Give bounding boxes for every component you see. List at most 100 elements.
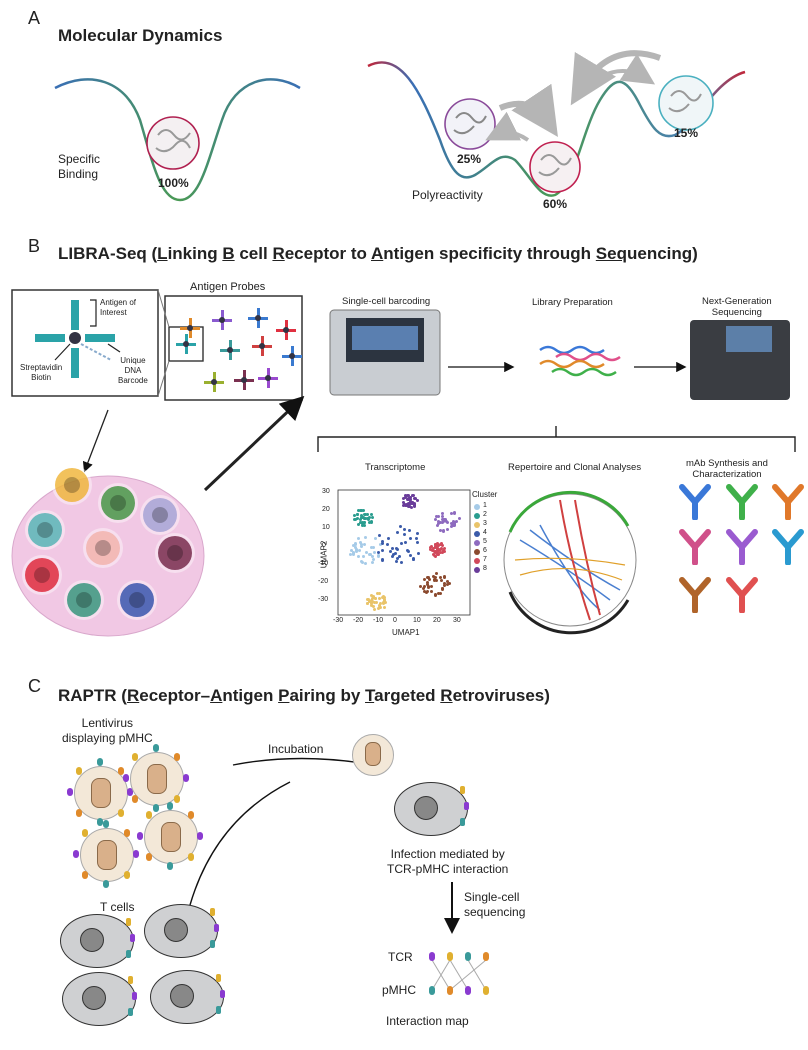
title-segment: A bbox=[371, 244, 384, 263]
antigen-probes-label: Antigen Probes bbox=[190, 281, 266, 293]
pmhc-icon bbox=[153, 804, 159, 812]
panel-a-title: Molecular Dynamics bbox=[58, 26, 223, 45]
umap-point bbox=[376, 607, 380, 611]
state-pct-1: 25% bbox=[457, 152, 482, 166]
pmhc-icon bbox=[174, 752, 181, 761]
title-segment: ntigen specificity through bbox=[383, 244, 596, 263]
title-segment: A bbox=[210, 686, 223, 705]
umap-point bbox=[430, 589, 434, 593]
umap-point bbox=[348, 552, 352, 556]
antibody-icon bbox=[724, 527, 760, 566]
umap-point bbox=[371, 554, 375, 558]
b-cell-icon bbox=[55, 468, 89, 502]
umap-point bbox=[443, 546, 447, 550]
title-segment: T bbox=[365, 686, 375, 705]
legend-label: 8 bbox=[483, 565, 487, 572]
pmhc-icon bbox=[153, 744, 159, 752]
capsid-icon bbox=[365, 742, 381, 766]
umap-point bbox=[379, 601, 383, 605]
antigen-probes-box bbox=[164, 295, 303, 401]
next-gen-sequencing-label: Next-Generation Sequencing bbox=[702, 296, 772, 318]
umap-point bbox=[364, 561, 368, 565]
tcr-icon bbox=[128, 976, 133, 984]
umap-point bbox=[362, 512, 366, 516]
title-segment: ntigen bbox=[222, 686, 279, 705]
umap-point bbox=[432, 552, 436, 556]
probe-core bbox=[183, 341, 189, 347]
umap-y-tick: 30 bbox=[322, 488, 330, 495]
umap-point bbox=[439, 591, 443, 595]
energy-landscape-multi bbox=[367, 61, 746, 197]
infection-label: Infection mediated by TCR-pMHC interacti… bbox=[387, 847, 509, 876]
umap-point bbox=[441, 517, 445, 521]
umap-point bbox=[382, 598, 386, 602]
umap-point bbox=[382, 601, 386, 605]
legend-swatch bbox=[474, 522, 480, 528]
umap-point bbox=[357, 537, 361, 541]
umap-point bbox=[367, 517, 371, 521]
umap-point bbox=[423, 589, 427, 593]
legend-swatch bbox=[474, 531, 480, 537]
probe-core bbox=[265, 375, 271, 381]
umap-point bbox=[410, 505, 414, 509]
umap-point bbox=[414, 537, 418, 541]
pmhc-icon bbox=[197, 832, 203, 840]
umap-point bbox=[415, 532, 419, 536]
panel-c-letter: C bbox=[28, 676, 41, 696]
umap-point bbox=[435, 552, 439, 556]
umap-point bbox=[433, 546, 437, 550]
umap-point bbox=[353, 545, 357, 549]
pmhc-icon bbox=[167, 802, 173, 810]
b-cell-icon bbox=[158, 536, 192, 570]
tcr-icon bbox=[210, 908, 215, 916]
pmhc-receptor-icon bbox=[429, 986, 435, 995]
pmhc-label: pMHC bbox=[382, 983, 417, 997]
t-cell-nucleus bbox=[82, 986, 106, 1010]
unique-dna-barcode-label: Unique DNA Barcode bbox=[118, 356, 148, 385]
umap-point bbox=[446, 579, 450, 583]
umap-point bbox=[412, 494, 416, 498]
title-segment: Seq bbox=[595, 244, 627, 263]
umap-point bbox=[402, 503, 406, 507]
umap-point bbox=[366, 513, 370, 517]
streptavidin-biotin-label: Streptavidin Biotin bbox=[20, 363, 63, 382]
umap-y-tick: 20 bbox=[322, 506, 330, 513]
umap-point bbox=[433, 549, 437, 553]
umap-x-tick: 10 bbox=[413, 617, 421, 624]
pmhc-icon bbox=[75, 809, 82, 818]
umap-point bbox=[429, 545, 433, 549]
umap-point bbox=[383, 601, 387, 605]
tcr-icon bbox=[460, 786, 465, 794]
b-cell-icon bbox=[143, 498, 177, 532]
umap-point bbox=[431, 546, 435, 550]
umap-point bbox=[374, 596, 378, 600]
umap-point bbox=[358, 549, 362, 553]
umap-point bbox=[433, 592, 437, 596]
umap-point bbox=[371, 600, 375, 604]
b-cell-nucleus bbox=[152, 507, 168, 523]
umap-point bbox=[436, 550, 440, 554]
umap-point bbox=[398, 555, 402, 559]
pmhc-icon bbox=[124, 828, 131, 837]
t-cell-nucleus bbox=[414, 796, 438, 820]
title-segment: etroviruses) bbox=[452, 686, 550, 705]
pmhc-receptor-icon bbox=[483, 986, 489, 995]
umap-point bbox=[405, 548, 409, 552]
umap-point bbox=[359, 517, 363, 521]
lentivirus-label: Lentivirus displaying pMHC bbox=[62, 716, 153, 745]
umap-point bbox=[452, 512, 456, 516]
probe-detail-box bbox=[11, 289, 159, 397]
umap-point bbox=[441, 529, 445, 533]
antibody-icon bbox=[677, 527, 713, 566]
umap-point bbox=[404, 494, 408, 498]
pmhc-icon bbox=[73, 850, 79, 858]
umap-point bbox=[367, 600, 371, 604]
transition-arrow bbox=[601, 53, 656, 85]
umap-point bbox=[395, 556, 399, 560]
pmhc-receptor-icon bbox=[447, 986, 453, 995]
panel-b-title: LIBRA-Seq (Linking B cell Receptor to An… bbox=[58, 244, 698, 264]
umap-point bbox=[433, 554, 437, 558]
b-cell-icon bbox=[86, 531, 120, 565]
umap-point bbox=[442, 549, 446, 553]
umap-point bbox=[401, 497, 405, 501]
